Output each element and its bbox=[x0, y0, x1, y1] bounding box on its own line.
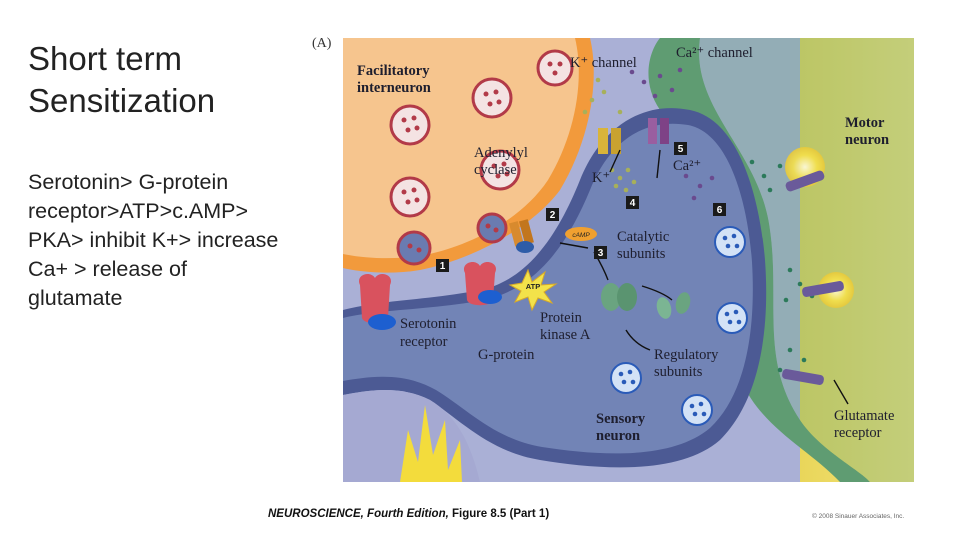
glutamate-dots bbox=[749, 159, 815, 373]
motor-neuron-cytoplasm bbox=[800, 38, 914, 482]
label-sensory-neuron: neuron bbox=[596, 428, 640, 444]
label-subunits: subunits bbox=[617, 246, 666, 262]
body-line-5: glutamate bbox=[28, 286, 123, 310]
step-4: 4 bbox=[630, 198, 636, 209]
slide-title: Short term Sensitization bbox=[28, 38, 318, 122]
label-neuron: neuron bbox=[845, 132, 889, 148]
caption-main: NEUROSCIENCE, Fourth Edition, bbox=[268, 508, 449, 520]
label-kinase-a: kinase A bbox=[540, 327, 591, 343]
motor-neuron-edge bbox=[699, 38, 914, 482]
protein-kinase-a bbox=[601, 283, 637, 311]
label-ca-ion: Ca²⁺ bbox=[673, 158, 701, 174]
label-k-channel: K⁺ channel bbox=[570, 55, 637, 71]
panel-label: (A) bbox=[312, 36, 332, 51]
body-line-1: Serotonin> G-protein bbox=[28, 170, 229, 194]
step-3: 3 bbox=[598, 248, 604, 259]
label-interneuron: interneuron bbox=[357, 80, 431, 96]
ca-ions bbox=[629, 67, 715, 201]
caption-rest: Figure 8.5 (Part 1) bbox=[448, 508, 550, 520]
camp-blob bbox=[565, 227, 597, 241]
label-protein: Protein bbox=[540, 310, 583, 326]
label-k-ion: K⁺ bbox=[592, 170, 610, 186]
step-6: 6 bbox=[717, 205, 723, 216]
label-motor: Motor bbox=[845, 115, 885, 131]
step-1: 1 bbox=[440, 261, 446, 272]
step-2: 2 bbox=[550, 210, 556, 221]
serotonin-receptors bbox=[358, 262, 502, 330]
label-glutamate: Glutamate bbox=[834, 408, 894, 424]
label-regulatory-subunits: subunits bbox=[654, 364, 703, 380]
label-glutamate-receptor: receptor bbox=[834, 425, 882, 441]
label-adenylyl: Adenylyl bbox=[474, 145, 528, 161]
sensory-vesicles bbox=[610, 226, 748, 426]
k-channel bbox=[598, 128, 621, 154]
label-receptor: receptor bbox=[400, 334, 448, 350]
title-line-2: Sensitization bbox=[28, 82, 216, 119]
adenylyl-cyclase bbox=[509, 219, 534, 253]
body-line-2: receptor>ATP>c.AMP> bbox=[28, 199, 249, 223]
glutamate-receptors bbox=[782, 147, 854, 385]
atp-burst bbox=[508, 268, 558, 312]
label-ca-channel: Ca²⁺ channel bbox=[676, 45, 753, 61]
body-line-3: PKA> inhibit K+> increase bbox=[28, 228, 279, 252]
copyright: © 2008 Sinauer Associates, Inc. bbox=[812, 513, 905, 520]
body-line-4: Ca+ > release of bbox=[28, 257, 187, 281]
label-camp: cAMP bbox=[572, 232, 590, 239]
title-line-1: Short term bbox=[28, 40, 183, 77]
step-5: 5 bbox=[678, 144, 684, 155]
label-gprotein: G-protein bbox=[478, 347, 535, 363]
label-regulatory: Regulatory bbox=[654, 347, 719, 363]
label-sensory: Sensory bbox=[596, 411, 646, 427]
label-serotonin: Serotonin bbox=[400, 316, 457, 332]
label-cyclase: cyclase bbox=[474, 162, 517, 178]
slide-body: Serotonin> G-protein receptor>ATP>c.AMP>… bbox=[28, 168, 323, 313]
interneuron-vesicles bbox=[389, 49, 574, 266]
ca-channel bbox=[648, 118, 669, 144]
label-facilitatory: Facilitatory bbox=[357, 63, 430, 79]
action-potential-flash bbox=[400, 405, 462, 482]
regulatory-subunits bbox=[656, 292, 691, 319]
label-atp: ATP bbox=[526, 282, 540, 291]
step-markers: 1 2 3 4 5 6 bbox=[436, 142, 726, 272]
label-catalytic: Catalytic bbox=[617, 229, 669, 245]
figure-caption: NEUROSCIENCE, Fourth Edition, Figure 8.5… bbox=[268, 508, 549, 520]
